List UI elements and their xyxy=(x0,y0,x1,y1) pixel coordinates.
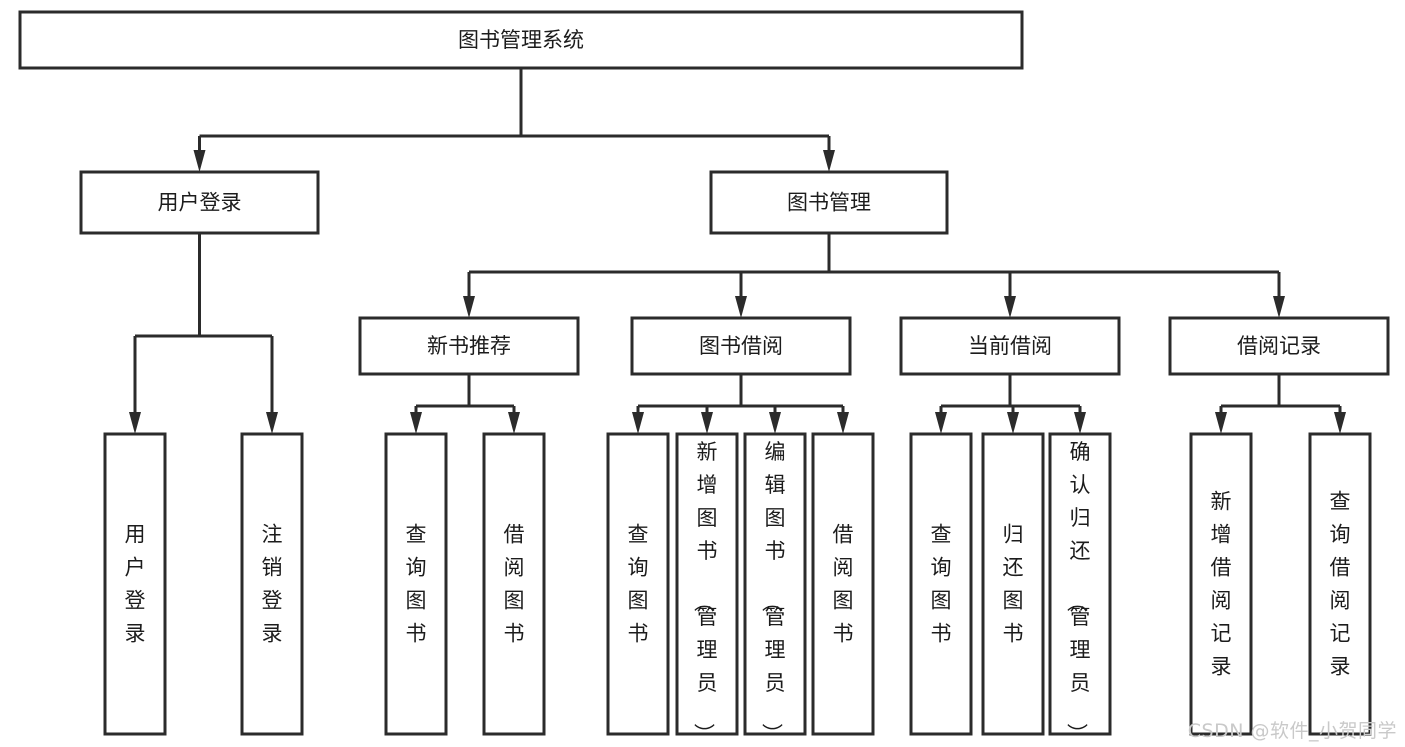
node-label-n4: 借阅图书 xyxy=(504,523,525,646)
node-box-n13[interactable] xyxy=(1308,432,1372,736)
node-n5[interactable]: 查询图书 xyxy=(606,432,670,736)
connector-group-l2a xyxy=(410,374,520,434)
node-l2d[interactable]: 借阅记录 xyxy=(1168,316,1390,376)
node-box-n7[interactable] xyxy=(743,432,807,736)
node-label-l1b: 图书管理 xyxy=(787,191,871,215)
node-box-l2b[interactable] xyxy=(630,316,852,376)
node-n12[interactable]: 新增借阅记录 xyxy=(1189,432,1253,736)
node-n2[interactable]: 注销登录 xyxy=(240,432,304,736)
arrow-head-icon xyxy=(1334,412,1346,434)
node-label-l2a: 新书推荐 xyxy=(427,334,511,358)
node-box-l2d[interactable] xyxy=(1168,316,1390,376)
arrow-head-icon xyxy=(266,412,278,434)
node-n10[interactable]: 归还图书 xyxy=(981,432,1045,736)
node-box-n11[interactable] xyxy=(1048,432,1112,736)
connector-group-root xyxy=(193,68,835,172)
arrow-head-icon xyxy=(1215,412,1227,434)
node-label-n10: 归还图书 xyxy=(1003,523,1024,646)
node-box-l1a[interactable] xyxy=(79,170,320,235)
node-label-n7: 编辑图书（管理员） xyxy=(760,440,786,744)
node-l2b[interactable]: 图书借阅 xyxy=(630,316,852,376)
node-box-root[interactable] xyxy=(18,10,1024,70)
node-box-n5[interactable] xyxy=(606,432,670,736)
node-n7[interactable]: 编辑图书（管理员） xyxy=(743,432,807,744)
arrow-head-icon xyxy=(463,296,475,318)
arrow-head-icon xyxy=(129,412,141,434)
arrow-head-icon xyxy=(1004,296,1016,318)
connector-group-l1b xyxy=(463,233,1285,318)
node-label-n5: 查询图书 xyxy=(628,523,649,646)
node-label-n3: 查询图书 xyxy=(406,523,427,646)
node-box-n1[interactable] xyxy=(103,432,167,736)
node-label-n12: 新增借阅记录 xyxy=(1211,490,1232,679)
node-label-n2: 注销登录 xyxy=(262,523,283,646)
node-l1a[interactable]: 用户登录 xyxy=(79,170,320,235)
node-label-n13: 查询借阅记录 xyxy=(1330,490,1351,679)
node-label-n11: 确认归还（管理员） xyxy=(1065,440,1091,744)
node-n9[interactable]: 查询图书 xyxy=(909,432,973,736)
node-n6[interactable]: 新增图书（管理员） xyxy=(675,432,739,744)
node-box-n10[interactable] xyxy=(981,432,1045,736)
node-box-l1b[interactable] xyxy=(709,170,949,235)
node-root[interactable]: 图书管理系统 xyxy=(18,10,1024,70)
arrow-head-icon xyxy=(935,412,947,434)
arrow-head-icon xyxy=(823,150,835,172)
csdn-watermark: CSDN @软件_小贺同学 xyxy=(1187,720,1397,742)
node-box-n4[interactable] xyxy=(482,432,546,736)
node-label-l2b: 图书借阅 xyxy=(699,334,783,358)
node-box-n2[interactable] xyxy=(240,432,304,736)
arrow-head-icon xyxy=(837,412,849,434)
connector-group-l2d xyxy=(1215,374,1346,434)
node-n13[interactable]: 查询借阅记录 xyxy=(1308,432,1372,736)
arrow-head-icon xyxy=(410,412,422,434)
node-n3[interactable]: 查询图书 xyxy=(384,432,448,736)
node-n4[interactable]: 借阅图书 xyxy=(482,432,546,736)
node-label-root: 图书管理系统 xyxy=(458,28,584,52)
arrow-head-icon xyxy=(701,412,713,434)
arrow-head-icon xyxy=(735,296,747,318)
arrow-head-icon xyxy=(769,412,781,434)
arrow-head-icon xyxy=(193,150,206,172)
node-box-n8[interactable] xyxy=(811,432,875,736)
arrow-head-icon xyxy=(1074,412,1086,434)
node-l2a[interactable]: 新书推荐 xyxy=(358,316,580,376)
node-label-n6: 新增图书（管理员） xyxy=(692,440,718,744)
node-l2c[interactable]: 当前借阅 xyxy=(899,316,1121,376)
node-box-n6[interactable] xyxy=(675,432,739,736)
node-box-n12[interactable] xyxy=(1189,432,1253,736)
arrow-head-icon xyxy=(632,412,644,434)
node-label-n1: 用户登录 xyxy=(125,523,146,646)
node-l1b[interactable]: 图书管理 xyxy=(709,170,949,235)
connector-group-l2b xyxy=(632,374,849,434)
node-box-n9[interactable] xyxy=(909,432,973,736)
arrow-head-icon xyxy=(508,412,520,434)
node-n1[interactable]: 用户登录 xyxy=(103,432,167,736)
node-label-n9: 查询图书 xyxy=(931,523,952,646)
node-n8[interactable]: 借阅图书 xyxy=(811,432,875,736)
node-box-n3[interactable] xyxy=(384,432,448,736)
node-label-l2d: 借阅记录 xyxy=(1237,334,1321,358)
node-label-l1a: 用户登录 xyxy=(158,191,242,215)
arrow-head-icon xyxy=(1007,412,1019,434)
connector-group-l1a xyxy=(129,233,278,434)
node-box-l2c[interactable] xyxy=(899,316,1121,376)
node-label-l2c: 当前借阅 xyxy=(968,334,1052,358)
node-label-n8: 借阅图书 xyxy=(833,523,854,646)
connector-layer xyxy=(129,68,1346,434)
node-n11[interactable]: 确认归还（管理员） xyxy=(1048,432,1112,744)
arrow-head-icon xyxy=(1273,296,1285,318)
connector-group-l2c xyxy=(935,374,1086,434)
node-box-l2a[interactable] xyxy=(358,316,580,376)
node-layer: 图书管理系统用户登录图书管理新书推荐图书借阅当前借阅借阅记录用户登录注销登录查询… xyxy=(18,10,1390,744)
